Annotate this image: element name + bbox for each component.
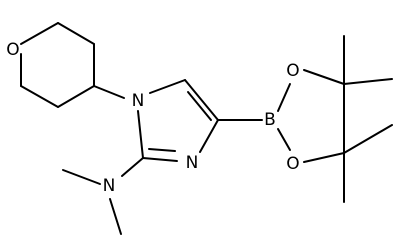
bond-n3-c2-inner [148,148,176,152]
bond-c5-c4-inner [187,91,212,121]
atom-label-oxygen-boronate-top: O [286,61,299,81]
atom-label-oxygen-boronate-bottom: O [286,154,299,174]
bond-pyran-to-imidazole-n1 [93,85,125,99]
bond-methyl-bottom-right [343,124,393,154]
dimethylamino-group [62,157,144,235]
bond-pyran-c2-c3 [20,85,59,108]
bond-c2-n1 [137,110,144,159]
bond-n3-c2 [142,157,178,162]
pinacol-boronate-group [217,35,393,203]
atom-label-nitrogen-amine: N [103,176,116,196]
bond-n1-c5 [149,79,186,94]
bond-c5-c4 [184,79,219,121]
bond-boron-o-bottom [277,128,291,151]
bond-c2-namine [121,157,144,177]
bond-pyran-c5-c6 [57,22,95,45]
atom-label-nitrogen-3: N [186,153,199,173]
bond-c4-n3 [199,119,219,153]
bond-o-bottom-c [303,152,345,163]
bond-methyl-top-right [343,78,393,85]
atom-labels: O N N N B O O [6,40,299,196]
bond-boron-o-top [277,83,291,112]
imidazole-ring [137,79,219,162]
bond-o-top-c [303,69,345,85]
bond-pyran-c6-o [20,22,59,45]
bond-namine-methyl-down [109,198,122,235]
bond-pyran-c3-c4 [57,85,95,108]
tetrahydropyran-ring [20,22,95,108]
atom-label-nitrogen-1: N [132,91,145,111]
bond-namine-methyl-left [62,169,101,185]
atom-label-boron: B [264,110,276,130]
atom-label-oxygen-pyran: O [6,40,19,60]
